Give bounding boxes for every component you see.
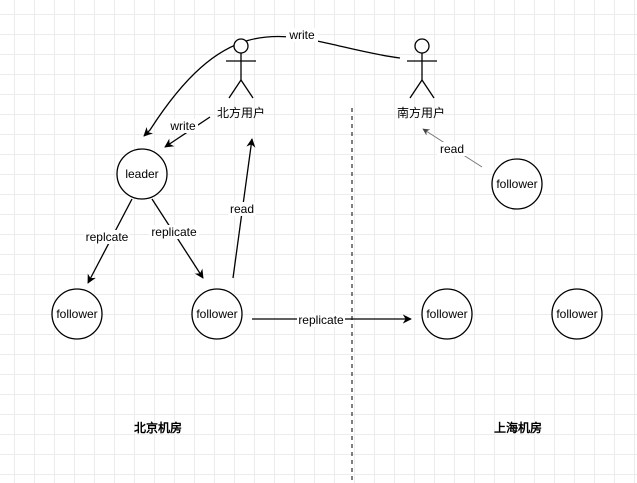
svg-text:follower: follower xyxy=(196,307,237,321)
user-icon xyxy=(233,38,249,54)
svg-text:follower: follower xyxy=(496,177,537,191)
follower-node-beijing-left: follower xyxy=(51,288,103,340)
svg-text:replicate: replicate xyxy=(151,225,197,239)
svg-text:leader: leader xyxy=(125,167,158,181)
follower-node-shanghai-top: follower xyxy=(491,158,543,210)
svg-text:replicate: replicate xyxy=(298,313,344,327)
edge-label-leader-to-right: replicate xyxy=(149,225,199,239)
svg-text:follower: follower xyxy=(56,307,97,321)
north-user-label: 北方用户 xyxy=(217,105,265,120)
leader-node: leader xyxy=(116,148,168,200)
svg-text:follower: follower xyxy=(556,307,597,321)
follower-node-beijing-right: follower xyxy=(191,288,243,340)
follower-node-shanghai-mid: follower xyxy=(421,288,473,340)
edge-label-north-write: write xyxy=(168,119,198,133)
svg-text:read: read xyxy=(230,202,254,216)
north-user-actor xyxy=(226,38,256,99)
user-icon xyxy=(414,38,430,54)
edge-label-south-read: read xyxy=(437,142,467,156)
edge-label-cross-replicate: replicate xyxy=(297,313,345,327)
svg-text:write: write xyxy=(169,119,196,133)
svg-text:write: write xyxy=(288,28,315,42)
south-user-actor xyxy=(407,38,437,99)
region-label-shanghai: 上海机房 xyxy=(494,420,542,435)
svg-text:read: read xyxy=(440,142,464,156)
svg-text:replcate: replcate xyxy=(86,230,129,244)
south-user-label: 南方用户 xyxy=(397,105,445,120)
edge-label-leader-to-left: replcate xyxy=(84,230,130,244)
region-label-beijing: 北京机房 xyxy=(134,420,182,435)
edge-south-write xyxy=(143,35,401,137)
follower-node-shanghai-right: follower xyxy=(551,288,603,340)
svg-text:follower: follower xyxy=(426,307,467,321)
edge-label-south-write: write xyxy=(286,28,318,42)
edge-label-follower-read: read xyxy=(228,202,256,216)
